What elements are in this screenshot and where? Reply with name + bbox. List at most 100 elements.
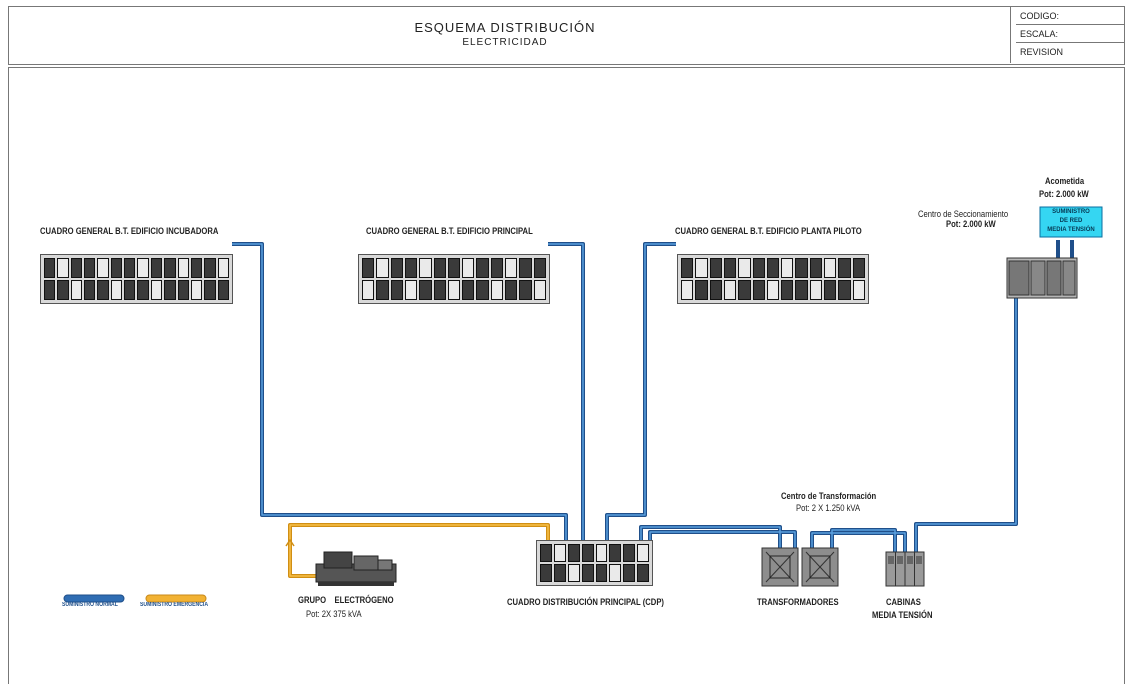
- breaker-module: [44, 280, 56, 300]
- breaker-module: [752, 258, 765, 278]
- breaker-module: [204, 280, 216, 300]
- label-planta-piloto: CUADRO GENERAL B.T. EDIFICIO PLANTA PILO…: [675, 226, 862, 236]
- breaker-module: [623, 544, 636, 562]
- breaker-module: [84, 258, 96, 278]
- breaker-module: [609, 544, 622, 562]
- breaker-module: [838, 280, 851, 300]
- breaker-module: [150, 258, 163, 278]
- breaker-module: [476, 258, 489, 278]
- label-cabinas-2: MEDIA TENSIÓN: [872, 610, 933, 620]
- label-incubadora: CUADRO GENERAL B.T. EDIFICIO INCUBADORA: [40, 226, 219, 236]
- breaker-module: [540, 544, 552, 562]
- breaker-module: [623, 564, 636, 582]
- acometida-box-line1: SUMINISTRO: [1052, 209, 1090, 215]
- breaker-module: [97, 258, 109, 278]
- legend-emergencia-swatch: [145, 594, 207, 603]
- breaker-module: [695, 280, 708, 300]
- breaker-module: [533, 280, 546, 300]
- breaker-module: [164, 258, 176, 278]
- breaker-module: [824, 258, 837, 278]
- breaker-module: [447, 280, 461, 300]
- header-divider: [1010, 6, 1011, 63]
- breaker-module: [362, 280, 375, 300]
- panel-planta-piloto: [677, 254, 869, 304]
- breaker-module: [447, 258, 461, 278]
- breaker-module: [781, 280, 794, 300]
- breaker-module: [637, 544, 649, 562]
- breaker-module: [390, 258, 403, 278]
- diagram-title: ESQUEMA DISTRIBUCIÓN: [414, 20, 596, 35]
- breaker-module: [124, 280, 136, 300]
- line-planta-piloto: [605, 242, 676, 540]
- breaker-module: [553, 544, 566, 562]
- breaker-module: [462, 280, 475, 300]
- seccionamiento-title: Centro de Seccionamiento: [918, 209, 1009, 219]
- generator-icon: [315, 551, 397, 586]
- breaker-module: [164, 280, 176, 300]
- line-principal: [548, 242, 585, 540]
- breaker-module: [70, 258, 83, 278]
- acometida-box-line2: DE RED: [1059, 218, 1083, 224]
- breaker-module: [505, 258, 518, 278]
- acometida-box: [1039, 206, 1103, 238]
- breaker-module: [766, 258, 780, 278]
- breaker-module: [204, 258, 216, 278]
- breaker-module: [177, 258, 189, 278]
- legend-normal-swatch: [63, 594, 125, 603]
- breaker-module: [681, 280, 694, 300]
- breaker-module: [852, 258, 865, 278]
- line-cabina-seccionamiento: [914, 298, 1018, 552]
- breaker-module: [553, 564, 566, 582]
- breaker-module: [595, 564, 608, 582]
- breaker-module: [150, 280, 163, 300]
- legend-normal-label: SUMINISTRO NORMAL: [62, 602, 118, 608]
- breaker-module: [490, 258, 504, 278]
- acometida-title: Acometida: [1045, 176, 1085, 186]
- breaker-module: [476, 280, 489, 300]
- breaker-module: [838, 258, 851, 278]
- breaker-module: [110, 258, 123, 278]
- breaker-module: [404, 280, 418, 300]
- breaker-module: [190, 258, 203, 278]
- breaker-module: [809, 258, 823, 278]
- breaker-module: [177, 280, 189, 300]
- breaker-module: [766, 280, 780, 300]
- breaker-module: [190, 280, 203, 300]
- breaker-module: [97, 280, 109, 300]
- breaker-module: [752, 280, 765, 300]
- breaker-module: [540, 564, 552, 582]
- breaker-module: [581, 544, 594, 562]
- breaker-module: [462, 258, 475, 278]
- line-cdp-transformador-2: [648, 530, 797, 548]
- breaker-module: [709, 280, 722, 300]
- breaker-module: [681, 258, 694, 278]
- breaker-module: [362, 258, 375, 278]
- acometida-power: Pot: 2.000 kW: [1039, 189, 1089, 199]
- breaker-module: [581, 564, 594, 582]
- label-cabinas-1: CABINAS: [886, 597, 921, 607]
- breaker-module: [419, 280, 432, 300]
- panel-principal: [358, 254, 550, 304]
- transformacion-title: Centro de Transformación: [781, 491, 877, 501]
- breaker-module: [376, 280, 389, 300]
- breaker-module: [695, 258, 708, 278]
- label-cdp: CUADRO DISTRIBUCIÓN PRINCIPAL (CDP): [507, 597, 664, 607]
- meta-revision: REVISION: [1020, 47, 1064, 57]
- breaker-module: [137, 258, 149, 278]
- header-frame: [8, 6, 1125, 65]
- breaker-module: [110, 280, 123, 300]
- label-transformadores: TRANSFORMADORES: [757, 597, 839, 607]
- breaker-module: [376, 258, 389, 278]
- label-grupo-2: Pot: 2X 375 kVA: [306, 609, 362, 619]
- breaker-module: [390, 280, 403, 300]
- breaker-module: [124, 258, 136, 278]
- breaker-module: [852, 280, 865, 300]
- breaker-module: [567, 544, 580, 562]
- breaker-module: [404, 258, 418, 278]
- diagram-subtitle: ELECTRICIDAD: [462, 37, 548, 48]
- breaker-module: [433, 258, 446, 278]
- breaker-module: [217, 258, 229, 278]
- seccionamiento-cabinet-icon: [1006, 257, 1078, 299]
- transformacion-power: Pot: 2 X 1.250 kVA: [796, 503, 861, 513]
